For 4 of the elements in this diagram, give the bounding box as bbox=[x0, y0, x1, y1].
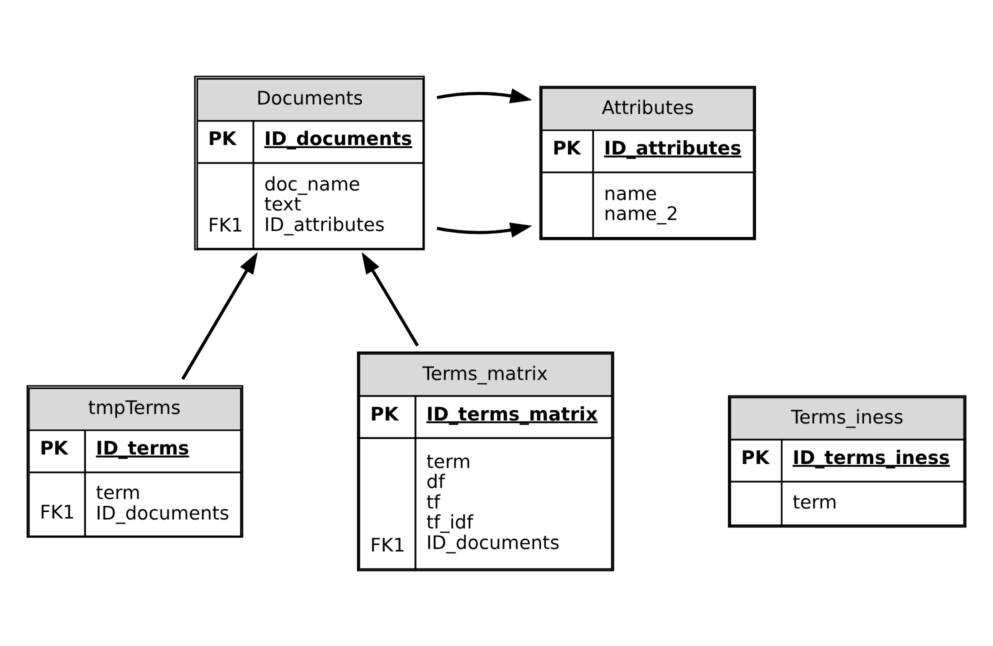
arrow bbox=[436, 88, 532, 103]
arrow bbox=[181, 252, 258, 380]
arrow bbox=[362, 251, 419, 346]
arrow bbox=[436, 222, 532, 238]
